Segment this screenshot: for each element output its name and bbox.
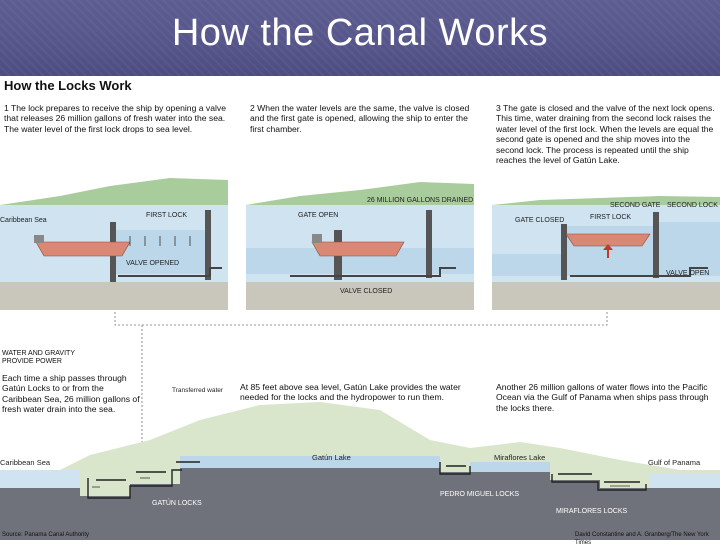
label-gate-closed: GATE CLOSED bbox=[515, 217, 564, 224]
label-pedro-miguel-locks: PEDRO MIGUEL LOCKS bbox=[440, 491, 519, 498]
step-number: 3 bbox=[496, 103, 501, 113]
label-first-lock: FIRST LOCK bbox=[146, 212, 187, 219]
label-valve-open: VALVE OPEN bbox=[666, 270, 709, 277]
lock-gate bbox=[205, 210, 211, 280]
step-1-text: 1 The lock prepares to receive the ship … bbox=[4, 103, 238, 134]
gulf-water bbox=[650, 474, 720, 488]
caribbean-water bbox=[0, 470, 80, 488]
step-3-text: 3 The gate is closed and the valve of th… bbox=[496, 103, 718, 165]
second-gate bbox=[653, 212, 659, 278]
label-first-lock: FIRST LOCK bbox=[590, 214, 631, 221]
lower-water bbox=[492, 254, 564, 276]
label-transferred-water: Transferred water bbox=[172, 387, 224, 394]
label-gulf-of-panama: Gulf of Panama bbox=[648, 458, 701, 467]
gatun-lock-steps bbox=[87, 461, 200, 499]
title-banner bbox=[0, 0, 720, 76]
culvert bbox=[290, 267, 456, 277]
pedro-miguel-lock bbox=[439, 462, 471, 475]
label-drained: 26 MILLION GALLONS DRAINED bbox=[367, 197, 473, 204]
miraflores-lake-water bbox=[470, 462, 550, 472]
ship-bridge bbox=[312, 234, 322, 243]
seabed bbox=[0, 468, 720, 540]
ship bbox=[311, 241, 405, 257]
credit-note: David Constantine and A. Granberg/The Ne… bbox=[575, 532, 709, 546]
label-caribbean-sea: Caribbean Sea bbox=[0, 458, 51, 467]
flow-arrows bbox=[92, 477, 630, 488]
lock-floor bbox=[0, 282, 228, 310]
label-valve-opened: VALVE OPENED bbox=[126, 260, 179, 267]
second-chamber-water bbox=[656, 222, 720, 276]
pacific-text: Another 26 million gallons of water flow… bbox=[496, 382, 709, 413]
step-number: 1 bbox=[4, 103, 9, 113]
gate-closed bbox=[561, 224, 567, 280]
culvert bbox=[118, 267, 222, 277]
hill bbox=[492, 196, 720, 205]
step-description: The gate is closed and the valve of the … bbox=[496, 103, 715, 166]
label-gate-open: GATE OPEN bbox=[298, 212, 338, 219]
step-2-text: 2 When the water levels are the same, th… bbox=[250, 103, 476, 134]
label-miraflores-locks: MIRAFLORES LOCKS bbox=[556, 508, 628, 515]
label-caribbean: Caribbean Sea bbox=[0, 217, 47, 224]
connector-line bbox=[114, 312, 608, 326]
rising-arrow bbox=[603, 244, 613, 258]
gatun-lake-water bbox=[180, 456, 440, 468]
label-second-lock: SECOND LOCK bbox=[667, 202, 718, 209]
panel-1: Caribbean Sea FIRST LOCK VALVE OPENED bbox=[0, 178, 228, 310]
ship bbox=[565, 233, 651, 247]
flow-arrows bbox=[129, 236, 191, 246]
label-gatun-locks: GATÚN LOCKS bbox=[152, 498, 202, 507]
source-note: Source: Panama Canal Authority bbox=[2, 532, 90, 538]
culvert bbox=[570, 267, 708, 277]
label-valve-closed: VALVE CLOSED bbox=[340, 288, 392, 295]
panel-3: SECOND GATE SECOND LOCK GATE CLOSED FIRS… bbox=[492, 196, 720, 310]
lock-gate bbox=[426, 210, 432, 278]
water-gravity-heading: WATER AND GRAVITY PROVIDE POWER bbox=[2, 350, 75, 366]
lock-floor bbox=[492, 282, 720, 310]
label-second-gate: SECOND GATE bbox=[610, 202, 661, 209]
slide-title: How the Canal Works bbox=[171, 12, 549, 54]
first-chamber-water bbox=[566, 226, 654, 276]
canal-profile: Caribbean Sea Transferred water Gatún La… bbox=[0, 387, 720, 540]
gatun-lake-text: At 85 feet above sea level, Gatún Lake p… bbox=[240, 382, 461, 403]
label-miraflores-lake: Miraflores Lake bbox=[494, 453, 545, 462]
hill bbox=[246, 182, 474, 205]
ship bbox=[35, 241, 131, 257]
step-description: The lock prepares to receive the ship by… bbox=[4, 103, 226, 134]
lock-floor bbox=[246, 282, 474, 310]
step-description: When the water levels are the same, the … bbox=[250, 103, 470, 134]
ship-bridge bbox=[34, 235, 44, 243]
label-gatun-lake: Gatún Lake bbox=[312, 453, 351, 462]
panel-2: GATE OPEN 26 MILLION GALLONS DRAINED VAL… bbox=[246, 182, 474, 310]
hill bbox=[0, 178, 228, 205]
step-number: 2 bbox=[250, 103, 255, 113]
miraflores-lock-steps bbox=[551, 473, 647, 491]
graphic-title: How the Locks Work bbox=[4, 78, 132, 93]
water-gravity-text: Each time a ship passes through Gatún Lo… bbox=[2, 373, 140, 415]
